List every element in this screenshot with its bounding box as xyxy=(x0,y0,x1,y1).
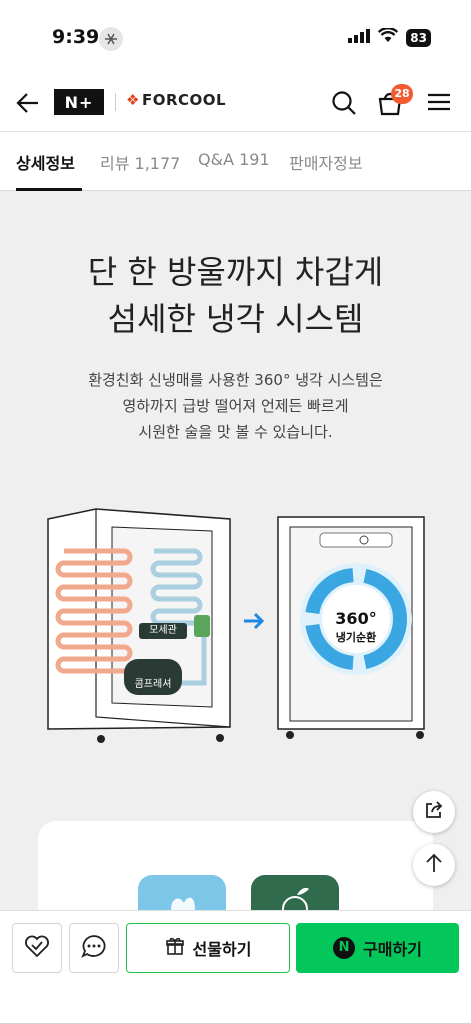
gift-icon xyxy=(165,936,185,960)
naver-pay-icon: N xyxy=(333,937,356,959)
focus-mode-icon xyxy=(99,27,123,51)
cycle-degrees: 360° xyxy=(335,609,377,628)
compressor-label: 콤프레셔 xyxy=(134,679,172,690)
heart-check-icon xyxy=(24,934,50,962)
product-tabs: 상세정보 리뷰 1,177 Q&A 191 판매자정보 xyxy=(0,133,471,191)
eco-refrigerant-icon xyxy=(138,875,226,911)
headline-line-2: 섬세한 냉각 시스템 xyxy=(107,300,364,338)
description-line-1: 환경친화 신냉매를 사용한 360° 냉각 시스템은 xyxy=(88,371,383,389)
gift-button[interactable]: 선물하기 xyxy=(126,923,290,973)
battery-indicator: 83 xyxy=(406,28,431,47)
share-button[interactable] xyxy=(413,791,455,833)
wifi-icon xyxy=(378,27,399,47)
cart-count-badge: 28 xyxy=(391,84,413,104)
buy-button[interactable]: N 구매하기 xyxy=(296,923,459,973)
fridge-circulation-diagram xyxy=(277,516,425,739)
menu-icon[interactable] xyxy=(427,92,451,116)
status-bar: 9:39 83 xyxy=(0,0,471,76)
chat-bubble-icon xyxy=(81,934,107,962)
search-icon[interactable] xyxy=(331,90,357,120)
tab-seller-info[interactable]: 판매자정보 xyxy=(289,154,363,173)
brand-name: FORCOOL xyxy=(141,91,227,109)
top-nav: N+ ❖FORCOOL 28 xyxy=(0,76,471,132)
capillary-label: 모세관 xyxy=(139,623,187,639)
arrow-right-icon xyxy=(244,612,265,630)
logo-divider xyxy=(115,93,116,111)
cycle-label: 냉기순환 xyxy=(335,631,377,644)
fridge-cooling-diagram xyxy=(47,508,231,743)
headline-line-1: 단 한 방울까지 차갑게 xyxy=(87,253,384,291)
signal-icon xyxy=(348,28,371,47)
arrow-up-icon xyxy=(425,853,443,877)
tab-details[interactable]: 상세정보 xyxy=(16,154,75,173)
purchase-bar: 선물하기 N 구매하기 xyxy=(0,910,471,1024)
share-icon xyxy=(424,800,444,824)
gift-button-label: 선물하기 xyxy=(192,940,252,959)
status-time: 9:39 xyxy=(52,26,100,48)
description-line-2: 영하까지 급방 떨어져 언제든 빠르게 xyxy=(122,397,349,415)
product-detail-content: 단 한 방울까지 차갑게 섬세한 냉각 시스템 환경친화 신냉매를 사용한 36… xyxy=(0,191,471,911)
naver-plus-logo[interactable]: N+ xyxy=(54,89,104,115)
brand-logo[interactable]: ❖FORCOOL xyxy=(126,91,226,109)
tab-qna[interactable]: Q&A 191 xyxy=(198,150,270,169)
scroll-top-button[interactable] xyxy=(413,844,455,886)
active-tab-indicator xyxy=(16,188,82,191)
chat-button[interactable] xyxy=(69,923,119,973)
eco-globe-icon xyxy=(251,875,339,911)
wishlist-button[interactable] xyxy=(12,923,62,973)
back-arrow-icon[interactable] xyxy=(16,92,40,118)
description-line-3: 시원한 술을 맛 볼 수 있습니다. xyxy=(138,423,333,441)
tab-reviews[interactable]: 리뷰 1,177 xyxy=(100,154,181,173)
buy-button-label: 구매하기 xyxy=(363,940,422,959)
feature-card xyxy=(38,821,433,911)
brand-mark-icon: ❖ xyxy=(126,91,140,109)
